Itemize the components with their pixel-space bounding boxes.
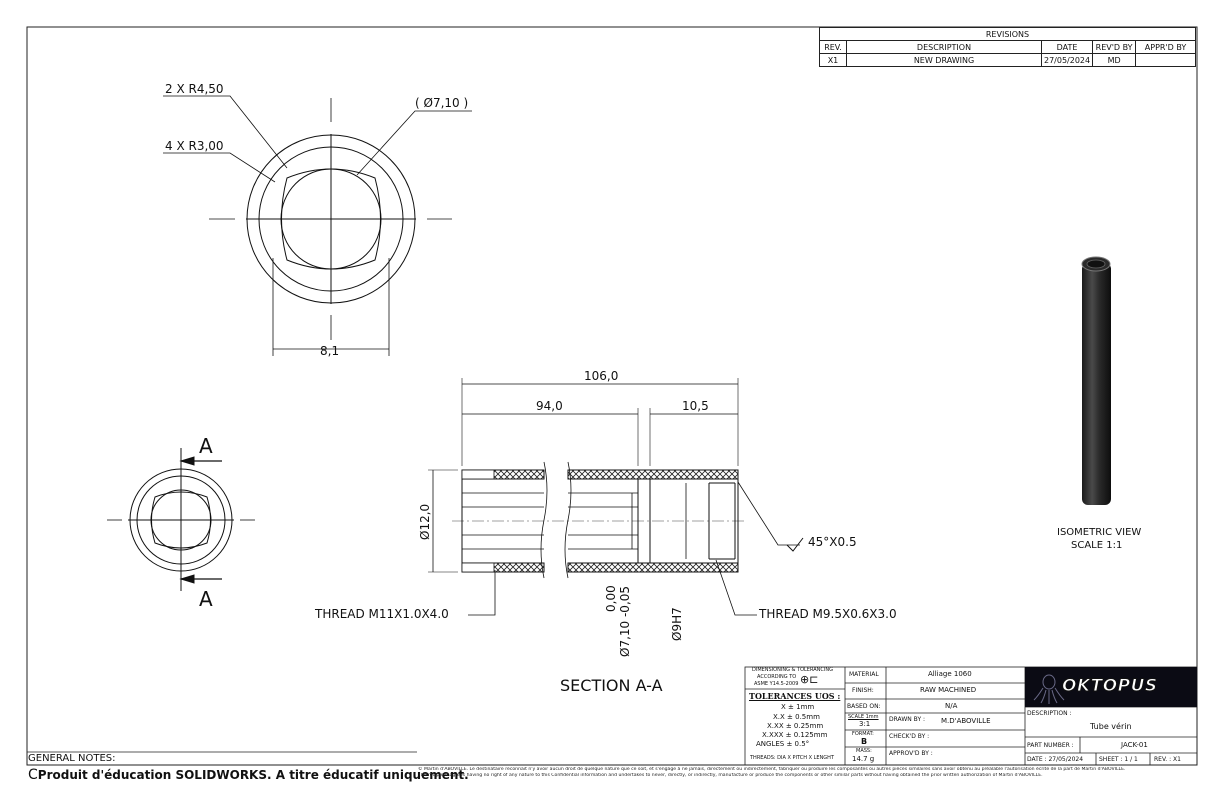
threads-note: THREADS: DIA X PITCH X LENGHT (750, 755, 834, 761)
header-revd-by: REV'D BY (1092, 40, 1137, 54)
part-number-value: JACK-01 (1121, 741, 1148, 749)
revisions-table: REVISIONS REV. DESCRIPTION DATE REV'D BY… (819, 27, 1196, 67)
tol-xxxx: X.XXX ± 0.125mm (762, 731, 828, 739)
legal-notice: © Martin d'ABOVILLE. Le destinataire rec… (418, 767, 1198, 779)
dim-standard-line1: DIMENSIONING & TOLERANCING (752, 667, 833, 673)
description-label: DESCRIPTION : (1027, 710, 1072, 717)
company-logo-text: OKTOPUS (1062, 676, 1158, 697)
callout-r450: 2 X R4,50 (165, 82, 224, 96)
rev-field: REV. : X1 (1154, 756, 1181, 763)
mass-value: 14.7 g (852, 755, 875, 763)
chamfer-callout: 45°X0.5 (808, 535, 857, 549)
tol-xx: X.X ± 0.5mm (773, 713, 820, 721)
tol-x: X ± 1mm (781, 703, 815, 711)
legal-line-en: The recipient agrees having no right of … (418, 773, 1043, 778)
section-label-top: A (199, 434, 213, 458)
scale-label: SCALE 1mm (848, 714, 879, 720)
revisions-header-row: REV. DESCRIPTION DATE REV'D BY APPR'D BY (819, 40, 1196, 54)
finish-value: RAW MACHINED (920, 686, 977, 694)
date-field: DATE : 27/05/2024 (1027, 756, 1084, 763)
general-notes-label: GENERAL NOTES: (28, 753, 116, 764)
dim-right-length: 10,5 (682, 399, 709, 413)
approved-by-label: APPROV'D BY : (889, 750, 933, 757)
copyright-c-icon: C (28, 767, 38, 783)
octopus-icon (1033, 674, 1065, 704)
iso-scale-label: SCALE 1:1 (1071, 540, 1123, 551)
format-value: B (861, 737, 868, 746)
front-view (163, 95, 472, 356)
tolerance-title: TOLERANCES UOS : (749, 691, 841, 701)
header-apprd-by: APPR'D BY (1135, 40, 1196, 54)
checked-by-label: CHECK'D BY : (889, 733, 930, 740)
based-on-value: N/A (945, 702, 958, 710)
dim-outer-diameter: Ø12,0 (418, 503, 432, 540)
iso-view-label: ISOMETRIC VIEW (1057, 527, 1142, 538)
revisions-title: REVISIONS (819, 27, 1196, 41)
tol-xxx: X.XX ± 0.25mm (767, 722, 824, 730)
dim-total-length: 106,0 (584, 369, 619, 383)
part-number-label: PART NUMBER : (1027, 742, 1074, 749)
row-description: NEW DRAWING (846, 53, 1042, 67)
row-date: 27/05/2024 (1040, 53, 1094, 67)
scale-value: 3:1 (859, 720, 871, 728)
dim-standard-line3: ASME Y14.5-2009 (754, 681, 799, 687)
callout-r300: 4 X R3,00 (165, 139, 224, 153)
drawn-by-label: DRAWN BY : (889, 716, 926, 723)
based-on-label: BASED ON: (847, 703, 881, 710)
tolerance-upper: 0,00 (604, 585, 618, 612)
fit-callout: Ø9H7 (670, 607, 684, 641)
dim-standard-line2: ACCORDING TO (757, 674, 797, 680)
datum-symbol-icon: ⊕⊏ (800, 673, 819, 686)
education-watermark: CProduit d'éducation SOLIDWORKS. A titre… (28, 767, 469, 783)
row-revd-by: MD (1092, 53, 1137, 67)
mass-label: MASS: (856, 748, 872, 754)
legal-line-fr: © Martin d'ABOVILLE. Le destinataire rec… (418, 767, 1126, 772)
header-rev: REV. (819, 40, 847, 54)
material-value: Alliage 1060 (928, 670, 972, 678)
table-row: X1 NEW DRAWING 27/05/2024 MD (819, 53, 1196, 67)
section-label-bottom: A (199, 587, 213, 611)
description-value: Tube vérin (1090, 722, 1132, 731)
header-description: DESCRIPTION (846, 40, 1042, 54)
row-rev: X1 (819, 53, 847, 67)
material-label: MATERIAL (849, 671, 879, 678)
finish-label: FINISH: (852, 687, 874, 694)
section-cut-view (107, 448, 255, 591)
isometric-rod (1081, 256, 1111, 505)
section-a-a (428, 378, 804, 616)
section-title: SECTION A-A (560, 676, 663, 695)
education-text: Produit d'éducation SOLIDWORKS. A titre … (37, 768, 469, 782)
tolerance-main: Ø7,10 -0,05 (618, 585, 632, 657)
format-label: FORMAT: (852, 731, 874, 737)
dim-left-length: 94,0 (536, 399, 563, 413)
sheet-field: SHEET : 1 / 1 (1099, 756, 1138, 763)
row-apprd-by (1135, 53, 1196, 67)
drawn-by-value: M.D'ABOVILLE (941, 717, 991, 725)
width-dimension: 8,1 (320, 344, 340, 358)
header-date: DATE (1040, 40, 1094, 54)
callout-diameter: ( Ø7,10 ) (415, 96, 469, 110)
tol-angles: ANGLES ± 0.5° (756, 740, 810, 748)
thread-left-callout: THREAD M11X1.0X4.0 (315, 607, 449, 621)
thread-right-callout: THREAD M9.5X0.6X3.0 (759, 607, 897, 621)
sheet-border (26, 26, 1198, 766)
